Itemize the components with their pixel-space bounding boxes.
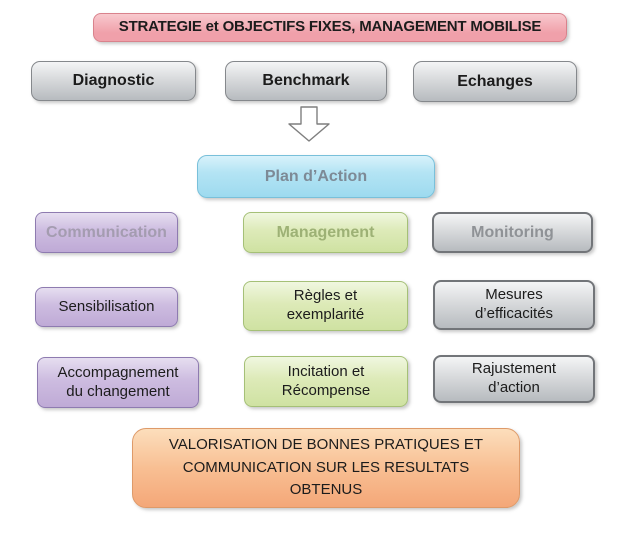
box-mesures-efficacites-label: Mesures d’efficacités: [474, 286, 554, 322]
box-rajustement-action: Rajustement d’action: [433, 355, 595, 403]
box-sensibilisation-label: Sensibilisation: [58, 297, 155, 315]
box-management-header: Management: [243, 212, 408, 253]
box-sensibilisation: Sensibilisation: [35, 287, 178, 327]
strategy-banner-label: STRATEGIE et OBJECTIFS FIXES, MANAGEMENT…: [118, 18, 542, 36]
box-echanges-label: Echanges: [457, 72, 533, 90]
box-rajustement-action-label: Rajustement d’action: [471, 360, 557, 396]
box-accompagnement-changement-label: Accompagnement du changement: [57, 363, 179, 400]
box-monitoring-header: Monitoring: [432, 212, 593, 253]
down-arrow-icon: [287, 106, 331, 143]
box-incitation-recompense-label: Incitation et Récompense: [281, 362, 371, 399]
box-incitation-recompense: Incitation et Récompense: [244, 356, 408, 407]
valorisation-banner: VALORISATION DE BONNES PRATIQUES ET COMM…: [132, 428, 520, 508]
box-diagnostic: Diagnostic: [31, 61, 196, 101]
box-diagnostic-label: Diagnostic: [72, 72, 155, 89]
management-header-label: Management: [276, 223, 375, 241]
strategy-banner: STRATEGIE et OBJECTIFS FIXES, MANAGEMENT…: [93, 13, 567, 42]
plan-action-label: Plan d’Action: [264, 167, 368, 185]
box-echanges: Echanges: [413, 61, 577, 102]
box-benchmark-label: Benchmark: [262, 72, 350, 89]
monitoring-header-label: Monitoring: [471, 223, 554, 241]
box-benchmark: Benchmark: [225, 61, 387, 101]
box-regles-exemplarite: Règles et exemplarité: [243, 281, 408, 331]
box-mesures-efficacites: Mesures d’efficacités: [433, 280, 595, 330]
box-regles-exemplarite-label: Règles et exemplarité: [286, 287, 365, 323]
communication-header-label: Communication: [46, 223, 167, 241]
plan-action-box: Plan d’Action: [197, 155, 435, 198]
box-accompagnement-changement: Accompagnement du changement: [37, 357, 199, 408]
box-communication-header: Communication: [35, 212, 178, 253]
valorisation-banner-label: VALORISATION DE BONNES PRATIQUES ET COMM…: [168, 436, 484, 499]
